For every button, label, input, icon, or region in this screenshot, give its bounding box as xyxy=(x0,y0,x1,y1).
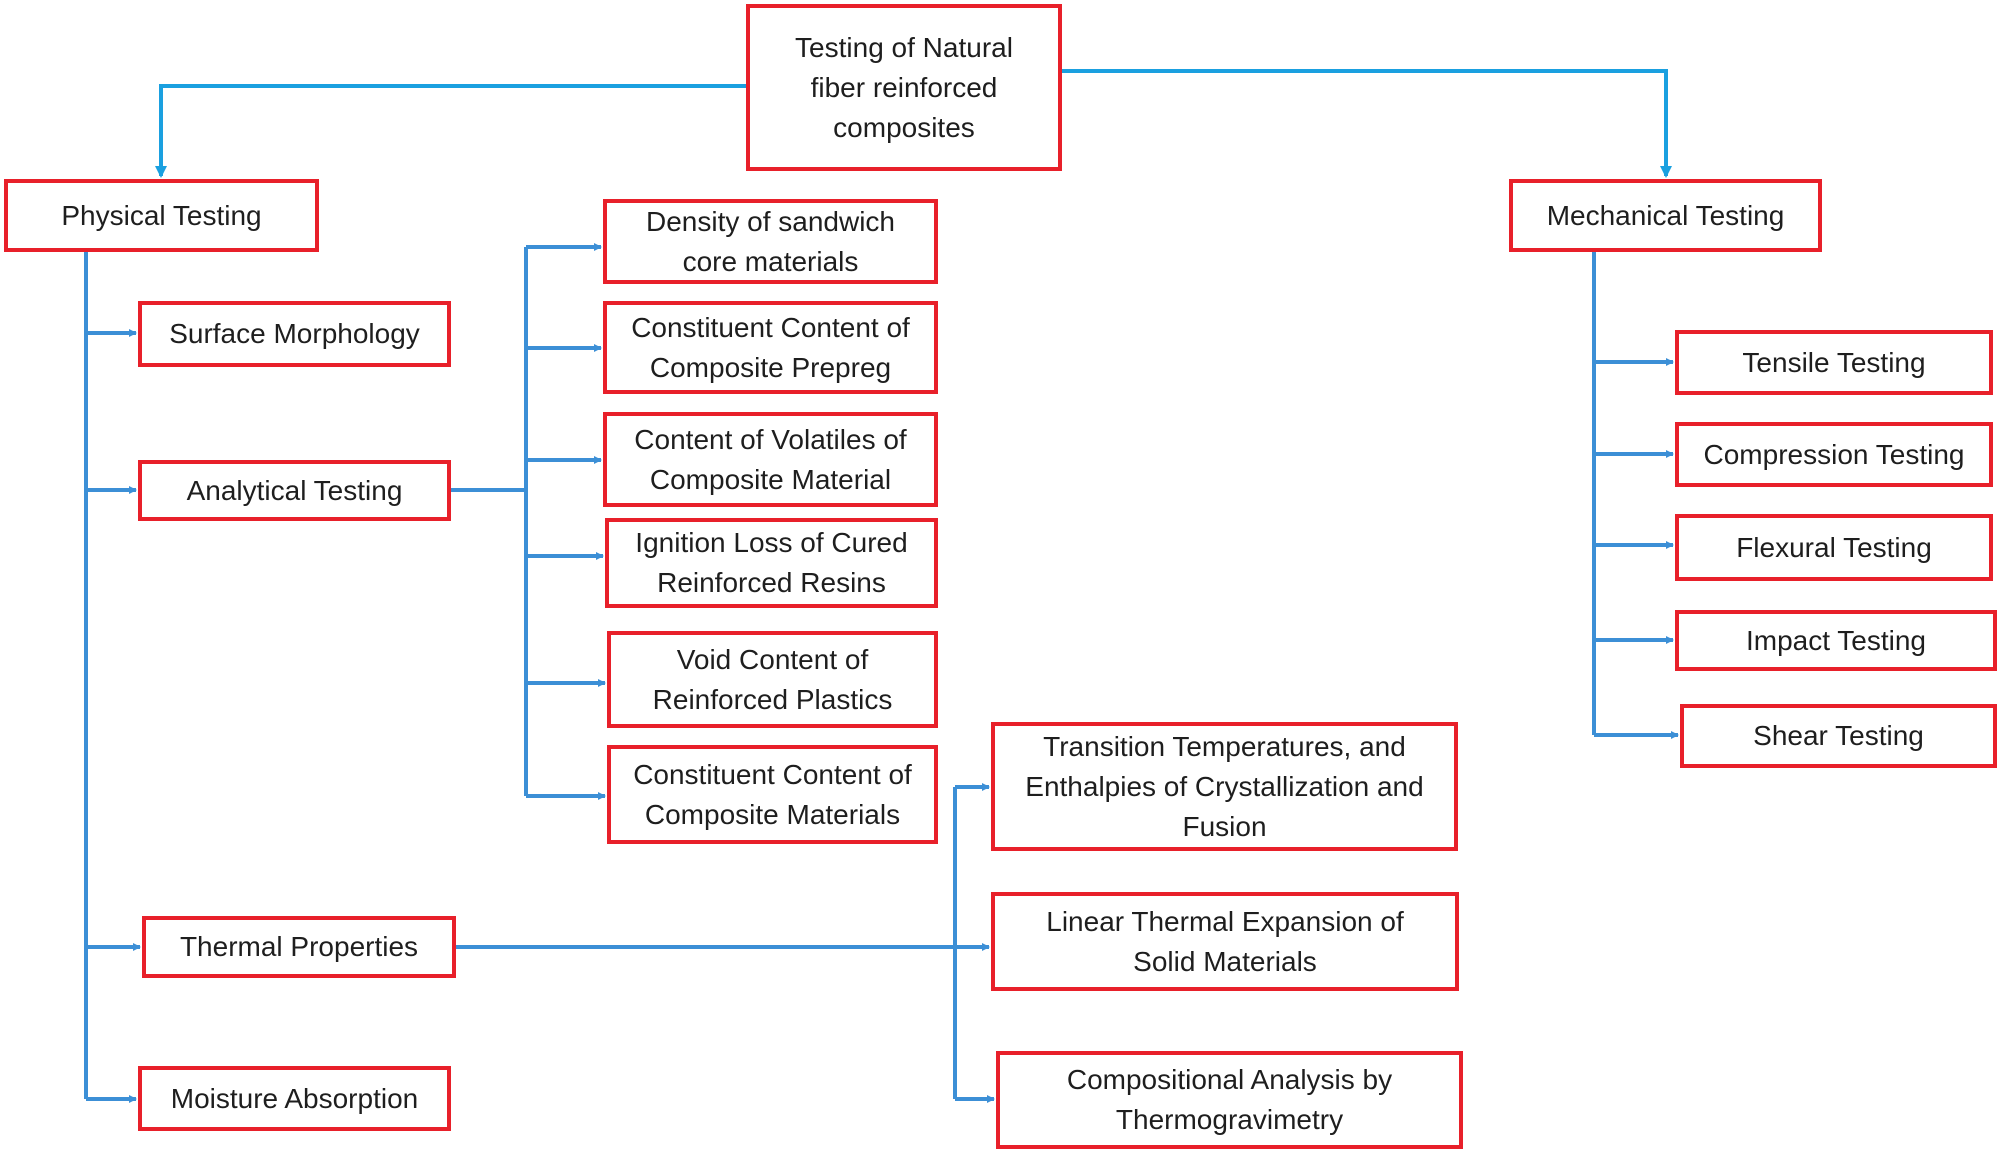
transition-temperatures-node: Transition Temperatures, and Enthalpies … xyxy=(991,722,1458,851)
ignition-loss-label: Ignition Loss of Cured Reinforced Resins xyxy=(635,527,908,598)
moisture-absorption-label: Moisture Absorption xyxy=(170,1082,419,1114)
shear-testing-label: Shear Testing xyxy=(1753,720,1924,751)
flexural-testing-label: Flexural Testing xyxy=(1736,531,1932,563)
moisture-absorption-node: Moisture Absorption xyxy=(138,1066,451,1131)
linear-thermal-expansion-node: Linear Thermal Expansion of Solid Materi… xyxy=(991,892,1459,991)
shear-testing-node: Shear Testing xyxy=(1680,704,1997,768)
tensile-testing-label: Tensile Testing xyxy=(1742,346,1926,378)
physical-testing-node: Physical Testing xyxy=(4,179,319,252)
constituent-materials-label: Constituent Content of Composite Materia… xyxy=(633,758,912,830)
void-content-label: Void Content of Reinforced Plastics xyxy=(652,643,893,715)
surface-morphology-node: Surface Morphology xyxy=(138,301,451,367)
constituent-prepreg-label: Constituent Content of Composite Prepreg xyxy=(631,311,910,383)
flexural-testing-node: Flexural Testing xyxy=(1675,514,1993,581)
edge-root-mechanical xyxy=(1062,69,1672,178)
ignition-loss-node: Ignition Loss of Cured Reinforced Resins xyxy=(605,518,938,608)
mechanical-testing-label: Mechanical Testing xyxy=(1546,199,1785,231)
void-content-node: Void Content of Reinforced Plastics xyxy=(607,631,938,728)
volatiles-label: Content of Volatiles of Composite Materi… xyxy=(634,423,907,495)
thermal-properties-node: Thermal Properties xyxy=(142,916,456,978)
root-node: Testing of Natural fiber reinforced comp… xyxy=(746,4,1062,171)
surface-morphology-label: Surface Morphology xyxy=(169,318,420,349)
impact-testing-label: Impact Testing xyxy=(1745,624,1927,656)
density-node: Density of sandwich core materials xyxy=(603,199,938,284)
physical-testing-label: Physical Testing xyxy=(61,199,262,231)
edge-root-physical xyxy=(155,84,746,178)
impact-testing-node: Impact Testing xyxy=(1675,610,1997,671)
compositional-analysis-node: Compositional Analysis by Thermogravimet… xyxy=(996,1051,1463,1149)
tensile-testing-node: Tensile Testing xyxy=(1675,330,1993,395)
compositional-analysis-label: Compositional Analysis by Thermogravimet… xyxy=(1066,1064,1393,1135)
root-label: Testing of Natural fiber reinforced comp… xyxy=(795,31,1013,143)
analytical-testing-label: Analytical Testing xyxy=(186,474,403,506)
linear-thermal-expansion-label: Linear Thermal Expansion of Solid Materi… xyxy=(1046,905,1404,977)
analytical-testing-node: Analytical Testing xyxy=(138,460,451,521)
compression-testing-node: Compression Testing xyxy=(1675,422,1993,487)
transition-temperatures-label: Transition Temperatures, and Enthalpies … xyxy=(1025,730,1424,842)
compression-testing-label: Compression Testing xyxy=(1703,438,1965,470)
thermal-properties-label: Thermal Properties xyxy=(179,931,419,962)
constituent-materials-node: Constituent Content of Composite Materia… xyxy=(607,745,938,844)
constituent-prepreg-node: Constituent Content of Composite Prepreg xyxy=(603,301,938,394)
volatiles-node: Content of Volatiles of Composite Materi… xyxy=(603,412,938,507)
density-label: Density of sandwich core materials xyxy=(645,205,895,277)
mechanical-testing-node: Mechanical Testing xyxy=(1509,179,1822,252)
